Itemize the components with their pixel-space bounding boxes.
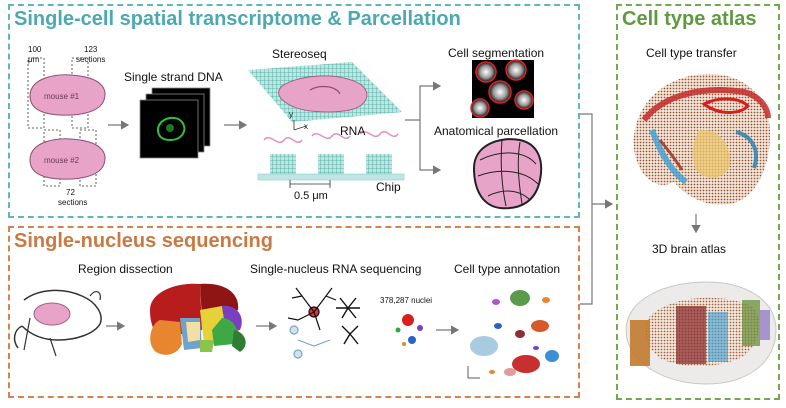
- mouse1-label: mouse #1: [44, 92, 80, 101]
- snrna-label: Single-nucleus RNA sequencing: [250, 262, 422, 276]
- sections-123-label: 123: [84, 45, 98, 54]
- ssdna-label: Single strand DNA: [124, 70, 223, 84]
- chip-label: Chip: [376, 180, 401, 194]
- spacing-label: 0.5 μm: [294, 190, 328, 202]
- stereoseq-label: Stereoseq: [272, 47, 327, 61]
- cell-segmentation-label: Cell segmentation: [448, 46, 545, 60]
- rna-label: RNA: [340, 124, 366, 138]
- ssdna-image-stack: [139, 87, 211, 159]
- region-dissection-label: Region dissection: [78, 262, 173, 276]
- spatial-panel-title: Single-cell spatial transcriptome & Parc…: [14, 8, 461, 30]
- sections-word-top: sections: [76, 55, 106, 64]
- nucleus-panel-title: Single-nucleus sequencing: [14, 230, 273, 252]
- sections-word-bottom: sections: [58, 198, 88, 207]
- cell-type-transfer-section: [633, 73, 771, 205]
- cell-segmentation-image: [470, 59, 534, 118]
- anatomical-parcellation-label: Anatomical parcellation: [434, 124, 559, 138]
- dim-um-label: μm: [28, 55, 40, 64]
- mouse-head-drawing: [13, 289, 102, 357]
- 3d-brain-atlas: [625, 281, 777, 385]
- anatomical-parcellation-image: [472, 138, 543, 210]
- atlas-panel-title: Cell type atlas: [622, 8, 757, 30]
- axis-y-label: y: [289, 110, 293, 119]
- region-dissection-brain: [150, 283, 246, 355]
- cell-type-annotation-label: Cell type annotation: [454, 262, 561, 276]
- nucleus-panel: [8, 226, 580, 398]
- neuron-nuclei-drawing: [287, 287, 360, 359]
- cell-type-transfer-label: Cell type transfer: [646, 46, 737, 60]
- axis-x-label: x: [304, 122, 308, 131]
- atlas-panel: [616, 4, 780, 400]
- arrow-icon: [419, 120, 442, 175]
- nuclei-dots: [395, 314, 423, 346]
- mouse2-label: mouse #2: [44, 156, 80, 165]
- spatial-panel: [8, 4, 580, 218]
- stereoseq-chip: [248, 62, 405, 188]
- mouse1-brain: [27, 57, 106, 129]
- mouse2-brain: [29, 129, 106, 187]
- sections-72-label: 72: [66, 188, 75, 197]
- arrow-icon: [405, 81, 442, 121]
- bracket-connector: [580, 113, 593, 305]
- nuclei-count-label: 378,287 nuclei: [380, 296, 433, 305]
- 3d-brain-atlas-label: 3D brain atlas: [652, 242, 727, 256]
- umap-clusters: [467, 290, 559, 379]
- dim-100-label: 100: [28, 45, 42, 54]
